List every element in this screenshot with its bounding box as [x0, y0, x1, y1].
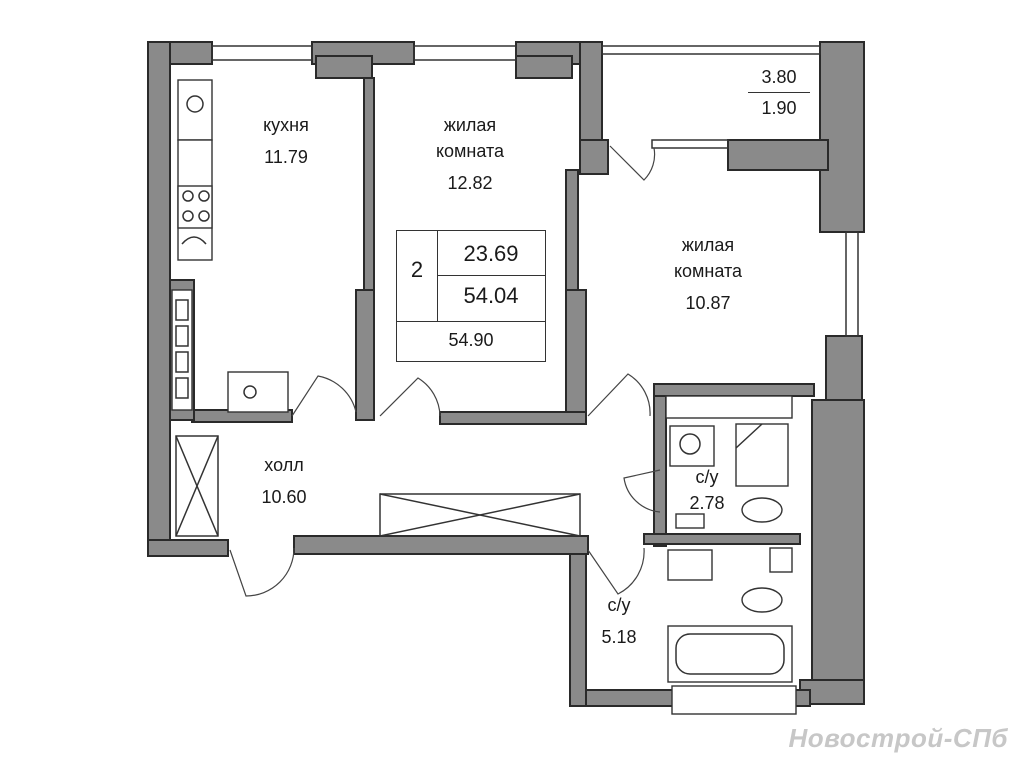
- balcony-area-bottom: 1.90: [761, 98, 797, 118]
- rooms-count: 2: [410, 257, 424, 282]
- total-area: 54.04: [463, 283, 519, 308]
- bath1-label: с/у 2.78: [672, 464, 742, 516]
- bath1-area: 2.78: [689, 493, 725, 513]
- living2-name-line1: жилая: [681, 235, 735, 255]
- living1-label: жилая комната 12.82: [410, 112, 530, 196]
- living-area-total: 23.69: [463, 241, 519, 266]
- living1-name-line1: жилая: [443, 115, 497, 135]
- doors: [229, 145, 661, 597]
- kitchen-name: кухня: [263, 115, 309, 135]
- windows: [211, 45, 859, 337]
- bath1-fixtures: [665, 395, 793, 529]
- summary-divider-vertical: [437, 231, 438, 321]
- summary-divider-middle: [437, 275, 545, 276]
- hall-label: холл 10.60: [234, 452, 334, 510]
- balcony-label: 3.80 1.90: [748, 64, 810, 121]
- kitchen-fixtures: [177, 79, 289, 413]
- bath2-name: с/у: [607, 595, 631, 615]
- bath1-name: с/у: [695, 467, 719, 487]
- outer-walls: [147, 41, 865, 707]
- kitchen-label: кухня 11.79: [236, 112, 336, 170]
- living1-area: 12.82: [447, 173, 493, 193]
- living2-name-line2: комната: [673, 261, 743, 281]
- radiator: [171, 289, 193, 411]
- wardrobes: [175, 435, 581, 537]
- living2-label: жилая комната 10.87: [648, 232, 768, 316]
- living2-area: 10.87: [685, 293, 731, 313]
- living1-name-line2: комната: [435, 141, 505, 161]
- bath2-area: 5.18: [601, 627, 637, 647]
- kitchen-area: 11.79: [264, 147, 308, 167]
- total-with-balcony: 54.90: [448, 330, 494, 350]
- hall-area: 10.60: [261, 487, 307, 507]
- area-summary-table: 2 23.69 54.04 54.90: [396, 230, 546, 362]
- bath2-label: с/у 5.18: [584, 592, 654, 650]
- balcony-area-top: 3.80: [748, 64, 810, 93]
- watermark: Новострой-СПб: [788, 723, 1008, 753]
- bath2-fixtures: [667, 547, 797, 715]
- summary-divider-bottom: [397, 321, 545, 322]
- hall-name: холл: [264, 455, 304, 475]
